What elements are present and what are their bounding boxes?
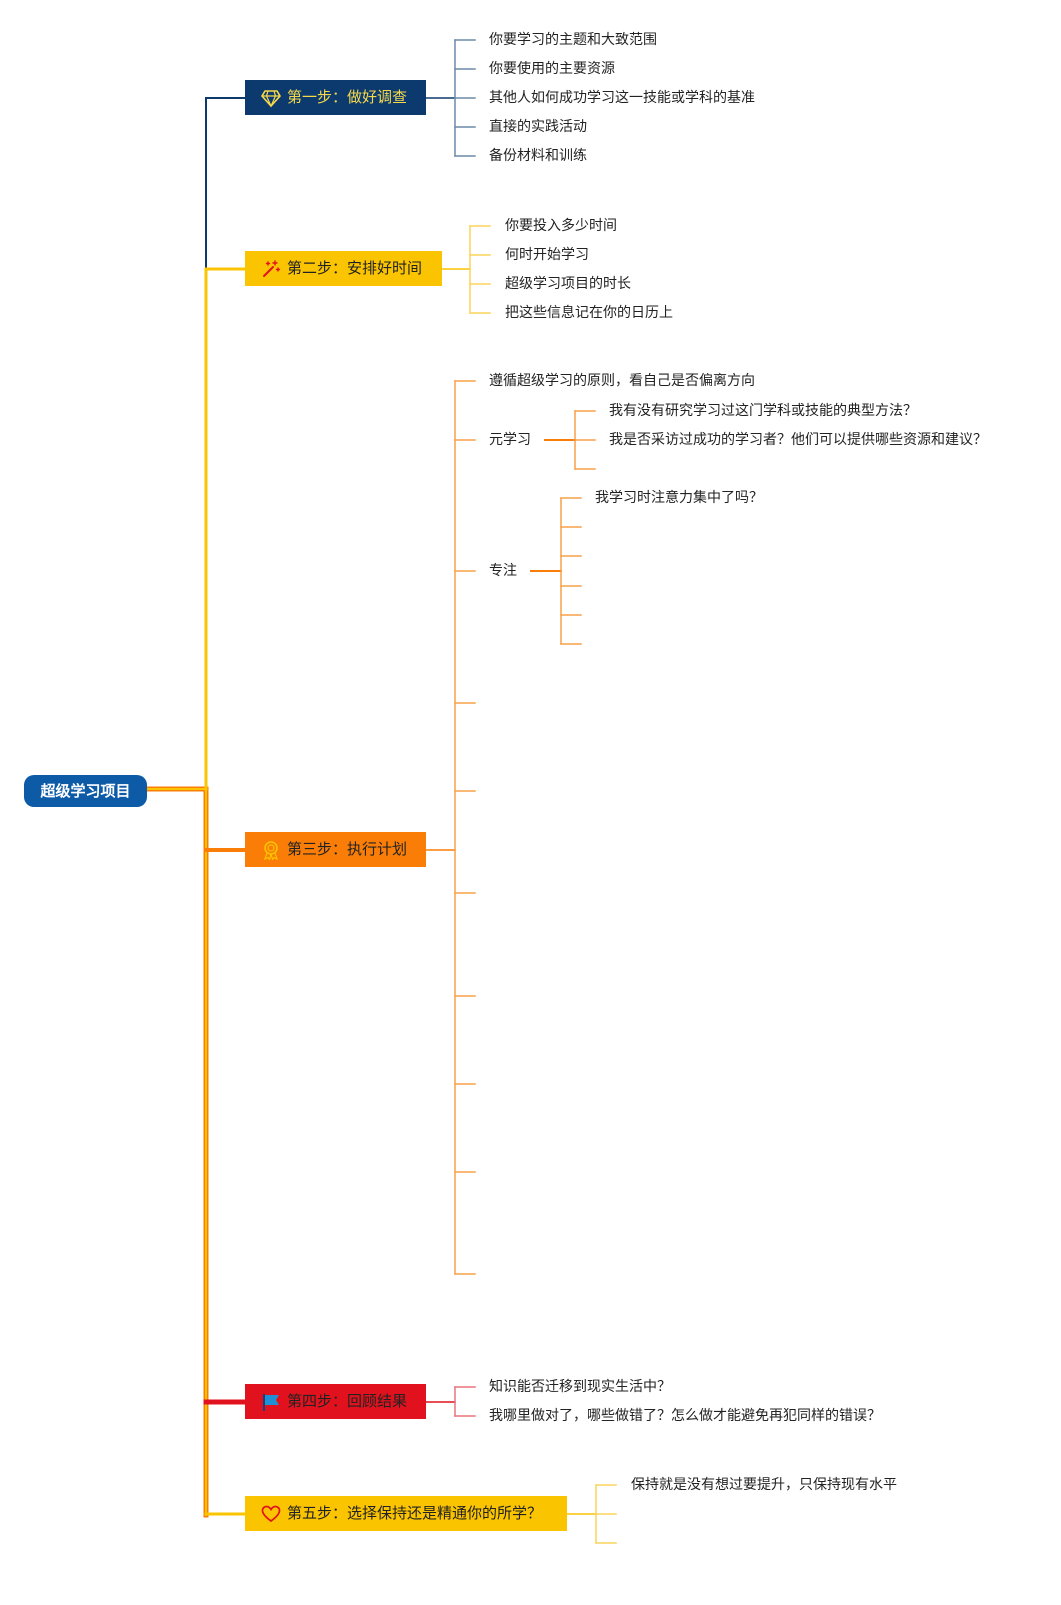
- meta-learning-item-2[interactable]: 我是否采访过成功的学习者？他们可以提供哪些资源和建议？: [609, 432, 987, 448]
- step-1-item-4[interactable]: 直接的实践活动: [489, 119, 587, 135]
- heart-icon: [261, 1505, 281, 1523]
- step-4-node[interactable]: 第四步：回顾结果: [245, 1384, 426, 1419]
- step-1-label: 第一步：做好调查: [287, 88, 408, 106]
- step-3-item-focus[interactable]: 专注: [489, 563, 517, 579]
- meta-learning-item-1[interactable]: 我有没有研究学习过这门学科或技能的典型方法？: [609, 403, 917, 419]
- step-1-node[interactable]: 第一步：做好调查: [245, 80, 426, 115]
- magic-wand-icon: [263, 260, 281, 277]
- connector-root-step2: [204, 267, 247, 791]
- connector-root-trunk: [144, 786, 209, 1518]
- focus-item-1[interactable]: 我学习时注意力集中了吗？: [595, 490, 763, 506]
- step-2-item-4[interactable]: 把这些信息记在你的日历上: [505, 305, 673, 321]
- step-2-node[interactable]: 第二步：安排好时间: [245, 251, 442, 286]
- step-5-item-1[interactable]: 保持就是没有想过要提升，只保持现有水平: [631, 1477, 897, 1493]
- step-1-item-2[interactable]: 你要使用的主要资源: [489, 61, 615, 77]
- step-1-item-3[interactable]: 其他人如何成功学习这一技能或学科的基准: [489, 90, 755, 106]
- step-1-item-5[interactable]: 备份材料和训练: [489, 148, 587, 164]
- step-4-item-1[interactable]: 知识能否迁移到现实生活中？: [489, 1379, 671, 1395]
- root-node[interactable]: 超级学习项目: [24, 775, 147, 807]
- step-2-item-3[interactable]: 超级学习项目的时长: [505, 276, 631, 292]
- diamond-icon: [261, 90, 281, 108]
- step-5-label: 第五步：选择保持还是精通你的所学？: [287, 1504, 543, 1522]
- connector-root-step1: [205, 97, 246, 790]
- step-3-node[interactable]: 第三步：执行计划: [245, 832, 426, 867]
- step-3-item-meta-learning[interactable]: 元学习: [489, 432, 531, 448]
- award-badge-icon: [264, 841, 278, 860]
- step-1-item-1[interactable]: 你要学习的主题和大致范围: [489, 32, 657, 48]
- step-4-item-2[interactable]: 我哪里做对了，哪些做错了？怎么做才能避免再犯同样的错误？: [489, 1408, 881, 1424]
- step-2-label: 第二步：安排好时间: [287, 259, 423, 277]
- step-3-item-1[interactable]: 遵循超级学习的原则，看自己是否偏离方向: [489, 373, 755, 389]
- flag-icon: [263, 1394, 279, 1411]
- step-2-item-1[interactable]: 你要投入多少时间: [505, 218, 617, 234]
- step-4-label: 第四步：回顾结果: [287, 1392, 408, 1410]
- step-2-item-2[interactable]: 何时开始学习: [505, 247, 589, 263]
- step-5-node[interactable]: 第五步：选择保持还是精通你的所学？: [245, 1496, 567, 1531]
- step-3-label: 第三步：执行计划: [287, 840, 408, 858]
